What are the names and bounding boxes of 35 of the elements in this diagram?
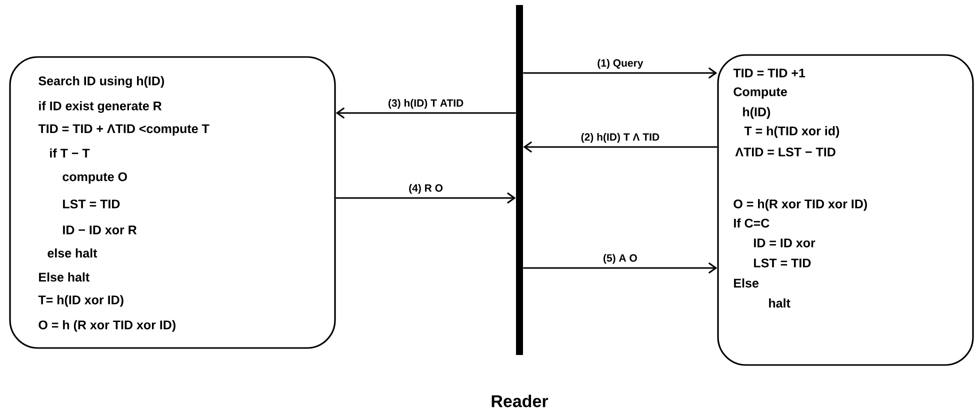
process-box: [9, 56, 336, 349]
arrow: [336, 107, 516, 119]
code-line: Else halt: [39, 272, 90, 282]
code-line: ID = ID xor: [754, 238, 816, 248]
arrow: [523, 67, 718, 79]
arrow: [523, 262, 718, 274]
code-line: O = h(R xor TID xor ID): [734, 199, 867, 211]
arrow: [523, 141, 718, 153]
process-box: [717, 54, 974, 366]
code-line: if T − T: [50, 148, 90, 158]
code-line: LST = TID: [63, 200, 120, 208]
code-line: ID − ID xor R: [63, 226, 137, 234]
code-line: Search ID using h(ID): [38, 76, 164, 88]
code-line: O = h (R xor TID xor ID): [38, 320, 176, 332]
edge-label: (3) h(ID) T ATID: [387, 98, 465, 110]
code-line: if ID exist generate R: [39, 101, 162, 113]
code-line: TID = TID +1: [733, 68, 806, 78]
arrow: [336, 192, 516, 204]
code-line: compute O: [62, 172, 127, 184]
code-line: h(ID): [743, 107, 770, 119]
code-line: ΛTID = LST − TID: [735, 148, 836, 156]
edge-label: (4) R O: [408, 183, 444, 195]
code-line: halt: [769, 298, 790, 308]
code-line: T= h(ID xor ID): [38, 295, 124, 307]
code-line: TID = TID + ΛTID <compute T: [38, 124, 210, 136]
code-line: LST = TID: [754, 258, 811, 268]
edge-label: (2) h(ID) T Λ TID: [580, 132, 661, 144]
edge-label: (5) A O: [602, 253, 638, 265]
reader-label: Reader: [492, 394, 548, 408]
code-line: else halt: [48, 248, 98, 258]
edge-label: (1) Query: [596, 58, 644, 70]
code-line: Else: [734, 278, 758, 288]
code-line: T = h(TID xor id): [744, 126, 840, 138]
code-line: Compute: [734, 87, 787, 99]
code-line: If C=C: [734, 218, 770, 228]
